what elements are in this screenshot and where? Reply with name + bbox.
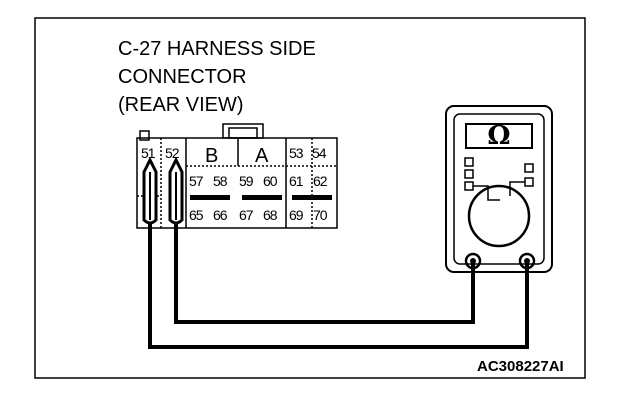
title-line-3: (REAR VIEW)	[118, 94, 244, 116]
terminal-right	[518, 252, 536, 270]
selector-mark	[509, 181, 525, 196]
test-probes	[142, 156, 184, 225]
test-leads	[148, 222, 529, 349]
pin-labels: 51 52 53 54 B A 57 58 59 60 61 62 65 66 …	[141, 145, 329, 223]
pin-67: 67	[239, 207, 254, 223]
title-block: C-27 HARNESS SIDE CONNECTOR (REAR VIEW)	[118, 38, 316, 116]
meter-display	[465, 123, 533, 149]
pin-58: 58	[213, 173, 228, 189]
pin-69: 69	[289, 207, 304, 223]
latch-bars	[190, 195, 332, 200]
pin-70: 70	[313, 207, 328, 223]
indicator-square	[464, 169, 474, 179]
indicator-square	[464, 157, 474, 167]
connector-housing	[136, 137, 338, 229]
figure-border	[34, 17, 586, 379]
ohmmeter: Ω	[445, 105, 553, 273]
title-line-1: C-27 HARNESS SIDE	[118, 38, 316, 60]
latch-bar	[242, 195, 282, 200]
rotary-dial	[467, 184, 531, 248]
figure-code: AC308227AI	[477, 358, 564, 375]
indicator-square	[524, 177, 534, 187]
latch-bar	[292, 195, 332, 200]
meter-body	[445, 105, 553, 273]
selector-mark	[473, 185, 500, 201]
terminal-left	[464, 252, 482, 270]
connector-c27	[136, 123, 338, 229]
title-line-2: CONNECTOR	[118, 66, 247, 88]
section-letter-b: B	[205, 145, 218, 167]
pin-66: 66	[213, 207, 228, 223]
section-letter-a: A	[255, 145, 269, 167]
pin-61: 61	[289, 173, 304, 189]
lead-to-left-terminal	[174, 222, 475, 324]
pin-59: 59	[239, 173, 254, 189]
pin-57: 57	[189, 173, 204, 189]
pin-65: 65	[189, 207, 204, 223]
pin-51: 51	[141, 145, 156, 161]
lead-to-right-terminal	[148, 222, 529, 349]
ohm-symbol: Ω	[487, 121, 510, 151]
pin-52: 52	[165, 145, 180, 161]
terminal-left-center	[470, 258, 476, 264]
pin-54: 54	[312, 145, 327, 161]
connector-key	[139, 130, 150, 141]
pin-53: 53	[289, 145, 304, 161]
indicator-square	[524, 163, 534, 173]
latch-bar	[190, 195, 230, 200]
pin-68: 68	[263, 207, 278, 223]
terminal-right-center	[524, 258, 530, 264]
pin-62: 62	[313, 173, 328, 189]
pin-60: 60	[263, 173, 278, 189]
connector-lock-tab-inner	[228, 127, 258, 139]
indicator-square	[464, 181, 474, 191]
meter-bezel	[453, 113, 545, 265]
